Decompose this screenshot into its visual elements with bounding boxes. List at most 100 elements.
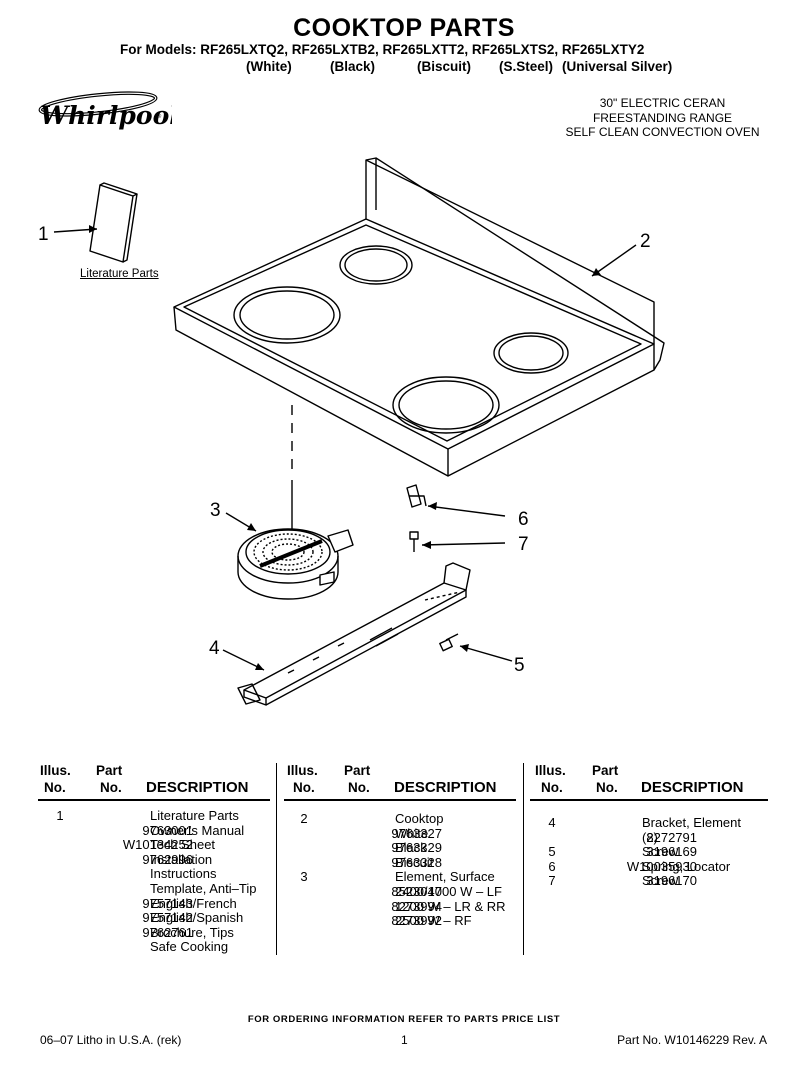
- part-description: Spring, Locator: [642, 858, 731, 874]
- illus-number: 6: [548, 858, 556, 874]
- column-header: Illus. No. Part No. DESCRIPTION: [287, 763, 497, 796]
- callout-6: 6: [518, 509, 529, 530]
- callout-5: 5: [514, 655, 525, 676]
- subtitle-line-1: 30" ELECTRIC CERAN: [599, 96, 726, 110]
- part-description: White: [395, 825, 429, 841]
- part-number: 3196169: [646, 844, 697, 860]
- page-number: 1: [401, 1033, 408, 1047]
- part-description: Black: [395, 840, 427, 856]
- illus-number: 3: [300, 869, 308, 885]
- illus-number: 7: [548, 873, 556, 889]
- part-row: Safe Cooking: [38, 940, 270, 955]
- part-description: English/French: [150, 895, 237, 911]
- part-row: Instructions: [38, 867, 270, 882]
- callout-4: 4: [209, 638, 220, 659]
- part-number: W10035930: [626, 858, 697, 874]
- element-bracket-drawing: [237, 562, 471, 706]
- table-rule-1: [38, 799, 270, 801]
- surface-element-drawing: [237, 528, 354, 600]
- column-divider-2: [523, 763, 524, 955]
- part-description: Owner’s Manual: [150, 822, 245, 838]
- part-number: 9762996: [142, 851, 193, 867]
- subtitle-line-2: FREESTANDING RANGE: [592, 110, 733, 125]
- color-biscuit: (Biscuit): [417, 59, 471, 74]
- part-number: 9763328: [391, 854, 442, 870]
- literature-parts-label: Literature Parts: [80, 268, 159, 280]
- color-white: (White): [246, 59, 292, 74]
- color-list: (White) (Black) (Biscuit) (S.Steel) (Uni…: [0, 59, 808, 75]
- ordering-note: FOR ORDERING INFORMATION REFER TO PARTS …: [247, 1014, 561, 1025]
- part-number: 3196170: [646, 873, 697, 889]
- column-header: Illus. No. Part No. DESCRIPTION: [535, 763, 744, 796]
- part-description: Template, Anti–Tip: [150, 880, 257, 896]
- parts-column-2: Illus. No. Part No. DESCRIPTION 2 Cooktop…: [287, 763, 519, 928]
- part-row: 8272791(2): [535, 829, 771, 846]
- column-header: Illus. No. Part No. DESCRIPTION: [40, 763, 249, 796]
- subtitle-line-3: SELF CLEAN CONVECTION OVEN: [565, 125, 760, 139]
- illus-number: 4: [548, 815, 556, 830]
- screw-7-drawing: [409, 531, 419, 552]
- part-number: Part No. W10146229 Rev. A: [617, 1033, 767, 1047]
- part-number: 8273992: [391, 913, 442, 929]
- callout-3: 3: [210, 500, 221, 521]
- part-row: Template, Anti–Tip: [38, 880, 270, 897]
- part-row: 3 Element, Surface: [287, 870, 519, 885]
- part-description: Installation: [150, 851, 213, 867]
- callout-2: 2: [640, 231, 651, 252]
- illus-number: 2: [300, 811, 308, 826]
- part-description: Screw: [642, 844, 679, 860]
- part-number: 9763329: [391, 840, 442, 856]
- part-description: Cooktop: [395, 811, 444, 826]
- part-description: Biscuit: [395, 854, 434, 870]
- part-description: Brochure, Tips: [150, 924, 234, 940]
- whirlpool-logo: Whirlpool ®: [38, 88, 179, 134]
- part-description: 2500 W – RF: [395, 913, 472, 929]
- part-description: 1200 W – LR & RR: [395, 898, 506, 914]
- part-description: Literature Parts: [150, 808, 239, 823]
- literature-booklet: [89, 182, 138, 263]
- exploded-parts-diagram: 1 2 3 4 5 6 7: [38, 157, 665, 706]
- table-rule-2: [284, 799, 516, 801]
- part-description: Safe Cooking: [150, 939, 229, 955]
- part-description: Tech Sheet: [150, 837, 216, 853]
- part-number: 9763001: [142, 822, 193, 838]
- part-number: 8272791: [646, 829, 697, 845]
- part-description: Screw: [642, 873, 679, 889]
- callout-7: 7: [518, 534, 529, 555]
- spring-locator-drawing: [406, 484, 427, 508]
- illus-number: 5: [548, 844, 556, 860]
- part-description: English/Spanish: [150, 910, 244, 926]
- svg-text:®: ®: [156, 113, 162, 120]
- product-subtitle: 30" ELECTRIC CERAN FREESTANDING RANGE SE…: [540, 96, 785, 140]
- part-number: 8273994: [391, 898, 442, 914]
- part-number: 8523047: [391, 883, 442, 899]
- column-divider-1: [276, 763, 277, 955]
- page-title: COOKTOP PARTS: [293, 14, 515, 42]
- part-row: 2 Cooktop: [287, 811, 519, 827]
- model-list: For Models: RF265LXTQ2, RF265LXTB2, RF26…: [120, 42, 645, 57]
- screw-5-drawing: [439, 633, 459, 652]
- color-steel: (S.Steel): [499, 59, 554, 74]
- part-description: Element, Surface: [395, 869, 495, 885]
- part-number: 9757143: [142, 895, 193, 911]
- color-black: (Black): [330, 59, 376, 74]
